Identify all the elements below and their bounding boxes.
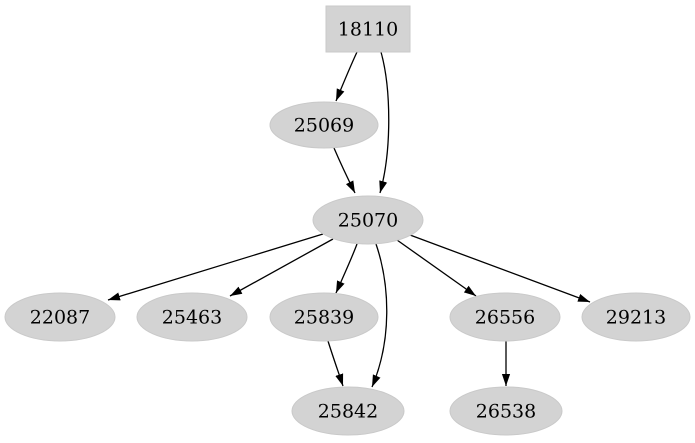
edge-25070-to-25839 [335, 243, 358, 294]
ellipse-shape [449, 386, 563, 436]
node-label: 26556 [475, 307, 535, 329]
node-label: 25463 [162, 307, 222, 329]
node-label: 25839 [294, 307, 354, 329]
edge-25070-to-25463 [229, 238, 334, 297]
ellipse-shape [312, 195, 424, 245]
node-25069: 25069 [269, 101, 379, 149]
edge-18110-to-25069 [335, 51, 358, 102]
edge-18110-to-25070 [379, 51, 390, 194]
box-shape [325, 5, 411, 53]
node-label: 25070 [338, 210, 398, 232]
edge-25070-to-26556 [396, 239, 477, 297]
edge-25070-to-25842 [371, 243, 388, 388]
nodes-layer: 18110 25069 25070 22087 25463 25839 26556 29213… [4, 5, 691, 436]
node-25839: 25839 [269, 292, 379, 342]
node-label: 18110 [338, 19, 398, 41]
node-label: 26538 [476, 401, 536, 423]
edge-25839-to-25842 [327, 340, 344, 387]
ellipse-shape [581, 292, 691, 342]
node-label: 29213 [606, 307, 666, 329]
node-label: 25842 [318, 401, 378, 423]
node-25070: 25070 [312, 195, 424, 245]
ellipse-shape [136, 292, 248, 342]
edge-25069-to-25070 [333, 147, 356, 194]
node-29213: 29213 [581, 292, 691, 342]
node-label: 25069 [294, 115, 354, 137]
ellipse-shape [269, 292, 379, 342]
edges-layer [107, 51, 591, 388]
node-26538: 26538 [449, 386, 563, 436]
ellipse-shape [4, 292, 116, 342]
edge-25070-to-29213 [409, 234, 591, 303]
ellipse-shape [449, 292, 561, 342]
node-18110: 18110 [325, 5, 411, 53]
node-25842: 25842 [291, 386, 405, 436]
node-22087: 22087 [4, 292, 116, 342]
ellipse-shape [269, 101, 379, 149]
ellipse-shape [291, 386, 405, 436]
node-25463: 25463 [136, 292, 248, 342]
node-26556: 26556 [449, 292, 561, 342]
edge-25070-to-22087 [107, 233, 324, 301]
node-label: 22087 [30, 307, 90, 329]
